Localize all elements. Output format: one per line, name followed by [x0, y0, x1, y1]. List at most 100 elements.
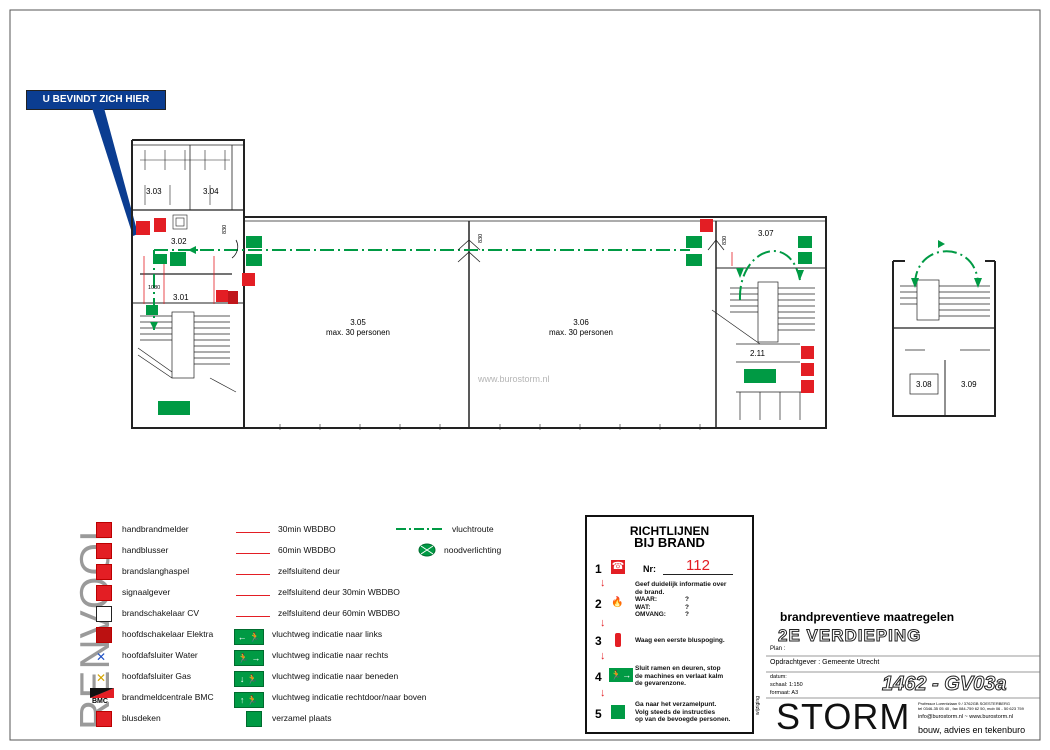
- step-number: 2: [595, 597, 602, 611]
- bmc-panel-icon: BMC: [90, 688, 114, 706]
- door-width-label: 1080: [148, 285, 161, 291]
- flame-icon: 🔥: [611, 597, 624, 608]
- step2-text: Geef duidelijk informatie over de brand.…: [635, 581, 727, 618]
- emergency-number: 112: [663, 557, 733, 575]
- route-arrowheads: [150, 240, 982, 330]
- wbdbo-30-line-icon: [236, 522, 270, 536]
- legend-item: verzamel plaats: [246, 710, 332, 727]
- exit-up-icon: ↑ 🏃: [234, 690, 264, 708]
- fire-alarm-icon: [96, 522, 114, 538]
- fire-instructions-card: RICHTLIJNEN BIJ BRAND 1 ☎ Nr: 112 ↓ 2 🔥 …: [585, 515, 754, 734]
- room-3-03: 3.03: [146, 187, 162, 196]
- legend-item: brandschakelaar CV: [96, 605, 199, 622]
- room-3-05-capacity: max. 30 personen: [325, 328, 391, 337]
- arrow-down-icon: ↓: [600, 577, 606, 589]
- emergency-light-icon: [418, 543, 436, 557]
- step-number: 3: [595, 634, 602, 648]
- legend-item: brandslanghaspel: [96, 563, 189, 580]
- nr-label: Nr:: [643, 564, 656, 574]
- you-are-here-label: U BEVINDT ZICH HIER: [42, 94, 150, 105]
- legend-title: RENVOOI: [28, 520, 118, 730]
- step-number: 5: [595, 707, 602, 721]
- drawing-number: 1462 - GV03a: [882, 673, 1008, 696]
- legend-item: 60min WBDBO: [236, 542, 336, 558]
- room-3-08: 3.08: [916, 380, 932, 389]
- room-3-09: 3.09: [961, 380, 977, 389]
- escape-routes: [153, 249, 979, 330]
- room-3-06-capacity: max. 30 personen: [548, 328, 614, 337]
- phone-icon: ☎: [611, 560, 625, 574]
- callout-pointer: [92, 108, 138, 236]
- legend-item: zelfsluitend deur 60min WBDBO: [236, 605, 400, 621]
- company-contact: info@burostorm.nl ~ www.burostorm.nl: [918, 714, 1013, 720]
- date-label: datum:: [770, 674, 787, 680]
- assembly-point-icon: [246, 711, 264, 727]
- legend-item: ↑ 🏃vluchtweg indicatie rechtdoor/naar bo…: [234, 689, 427, 708]
- legend-item: signaalgever: [96, 584, 170, 601]
- floor-name: 2E VERDIEPING: [777, 626, 922, 646]
- legend-item: ✕hoofdafsluiter Gas: [96, 671, 191, 685]
- title-block: brandpreventieve maatregelen 2E VERDIEPI…: [758, 598, 1050, 738]
- room-2-11: 2.11: [750, 349, 765, 358]
- left-wing-walls: [131, 139, 245, 429]
- card-title-1: RICHTLIJNEN: [629, 524, 710, 538]
- legend-item: hoofdschakelaar Elektra: [96, 626, 213, 643]
- legend-item: blusdeken: [96, 710, 161, 727]
- self-closing-door-60-icon: [236, 606, 270, 620]
- legend-item: 30min WBDBO: [236, 521, 336, 537]
- far-right-wing-walls: [892, 260, 996, 417]
- hall-window-ticks: [279, 424, 701, 430]
- room-3-05: 3.05 max. 30 personen: [313, 318, 403, 338]
- exit-down-icon: ↓ 🏃: [234, 669, 264, 687]
- company-tagline: bouw, advies en tekenburo: [918, 725, 1026, 735]
- room-3-05-id: 3.05: [350, 318, 366, 327]
- card-title-2: BIJ BRAND: [634, 535, 705, 550]
- legend-item: zelfsluitend deur 30min WBDBO: [236, 584, 400, 600]
- fire-extinguisher-icon: [96, 543, 114, 559]
- client-label: Opdrachtgever : Gemeente Utrecht: [770, 659, 880, 666]
- water-valve-icon: ✕: [96, 650, 107, 664]
- electric-switch-icon: [96, 627, 114, 643]
- legend-item: vluchtroute: [396, 521, 494, 537]
- step4-text: Sluit ramen en deuren, stop de machines …: [635, 665, 724, 687]
- legend-item: zelfsluitend deur: [236, 563, 340, 579]
- door-width-label: 830: [722, 235, 728, 245]
- alarm-sounder-icon: [96, 585, 114, 601]
- legend-item: handblusser: [96, 542, 168, 559]
- wbdbo-60-line-icon: [236, 543, 270, 557]
- room-3-06-id: 3.06: [573, 318, 589, 327]
- exit-right-icon: 🏃 →: [234, 648, 264, 666]
- scale-label: schaal: 1:150: [770, 682, 803, 688]
- legend-item: ← 🏃vluchtweg indicatie naar links: [234, 626, 382, 645]
- plan-heading: brandpreventieve maatregelen: [780, 610, 955, 624]
- fire-blanket-icon: [96, 711, 114, 727]
- legend-item: ✕hoofdafsluiter Water: [96, 650, 198, 664]
- center-hall-walls: [243, 216, 827, 429]
- room-3-01: 3.01: [173, 293, 189, 302]
- room-3-07: 3.07: [758, 229, 774, 238]
- step-number: 1: [595, 562, 602, 576]
- company-logo: STORM: [776, 696, 911, 737]
- far-right-stair: [900, 279, 990, 395]
- exit-left-icon: ← 🏃: [234, 627, 264, 645]
- company-address: Professor Lorentzlaan 9 / 3762GB SOESTER…: [918, 701, 1024, 711]
- legend-item: BMC brandmeldcentrale BMC: [90, 688, 214, 706]
- door-swings: [231, 239, 725, 263]
- room-3-04: 3.04: [203, 187, 219, 196]
- exit-signs-plan: [146, 236, 812, 415]
- escape-route-line-icon: [396, 522, 444, 536]
- left-wing-cubicles: [140, 150, 230, 230]
- extinguisher-icon: [615, 633, 621, 647]
- legend-item: noodverlichting: [418, 542, 501, 558]
- watermark: www.burostorm.nl: [478, 374, 550, 384]
- self-closing-door-30-icon: [236, 585, 270, 599]
- arrow-down-icon: ↓: [600, 650, 606, 662]
- legend-item: handbrandmelder: [96, 521, 189, 538]
- arrow-down-icon: ↓: [600, 687, 606, 699]
- arrow-down-icon: ↓: [600, 617, 606, 629]
- gas-valve-icon: ✕: [96, 671, 107, 685]
- plan-label: Plan :: [770, 646, 786, 652]
- step5-text: Ga naar het verzamelpunt. Volg steeds de…: [635, 701, 731, 723]
